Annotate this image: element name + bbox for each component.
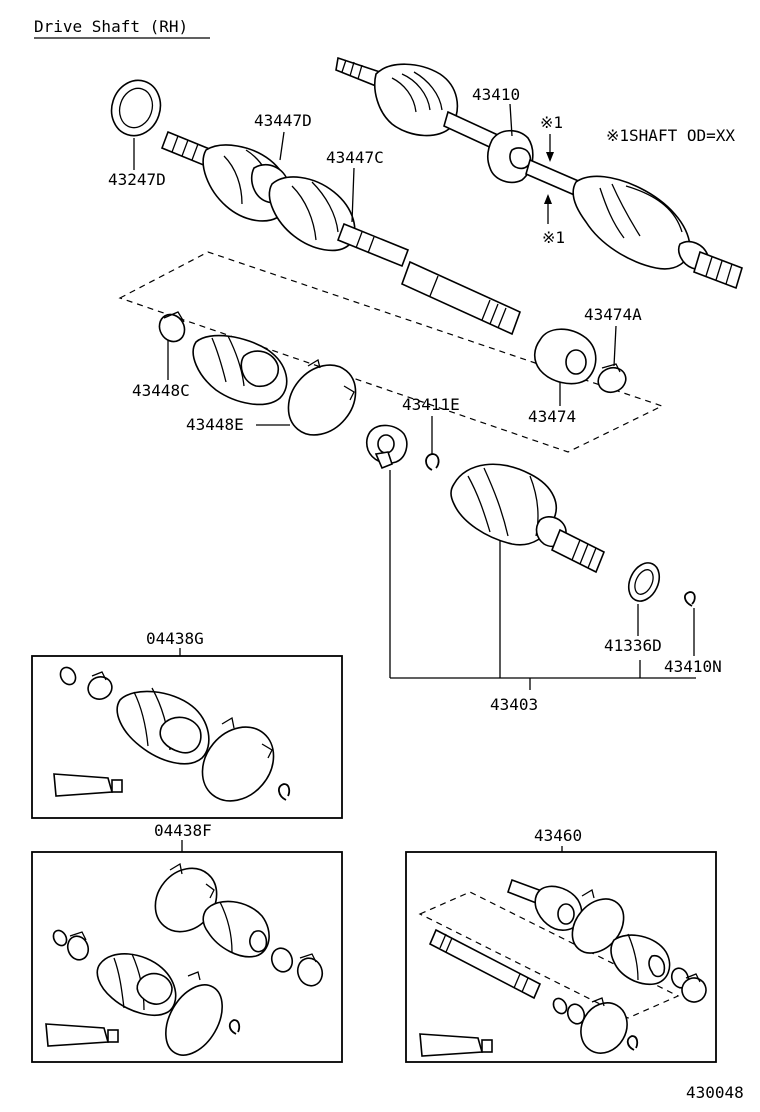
label-43410n: 43410N — [664, 657, 722, 676]
assembled-shaft-upper — [335, 56, 743, 290]
shaft-od-note: ※1SHAFT OD=XX — [606, 126, 735, 145]
boot-left — [192, 334, 288, 406]
kit-43460-dashed — [418, 891, 680, 1019]
label-43448c: 43448C — [132, 381, 190, 400]
seal-41336d — [627, 562, 661, 602]
leader-43410 — [509, 103, 513, 137]
label-43447c: 43447C — [326, 148, 384, 167]
diagram-title: Drive Shaft (RH) — [34, 17, 188, 36]
diagram-id: 430048 — [686, 1083, 744, 1102]
kit-04438f-parts — [45, 862, 324, 1056]
kit-box-04438f — [31, 851, 343, 1063]
leader-43403 — [389, 470, 696, 690]
label-43448e: 43448E — [186, 415, 244, 434]
clamp-43474a — [597, 363, 627, 394]
label-43411e: 43411E — [402, 395, 460, 414]
kit-43460-parts — [419, 878, 707, 1057]
snap-ring-43411e — [425, 453, 440, 471]
label-43460: 43460 — [534, 826, 582, 845]
inner-joint-housing — [450, 463, 606, 574]
label-04438g: 04438G — [146, 629, 204, 648]
label-43247d: 43247D — [108, 170, 166, 189]
label-43474a: 43474A — [584, 305, 642, 324]
label-43474: 43474 — [528, 407, 576, 426]
outer-joint-exploded — [160, 130, 522, 336]
kit-box-04438g — [31, 655, 343, 819]
tripod-joint — [365, 424, 408, 470]
kit-dashed-outline — [118, 251, 664, 453]
od-arrowhead-up — [544, 194, 552, 204]
leader-43447d — [279, 131, 285, 161]
ring-43247d — [110, 79, 162, 137]
mark-1-upper: ※1 — [540, 113, 563, 132]
od-arrowhead-down — [546, 152, 554, 162]
label-43447d: 43447D — [254, 111, 312, 130]
kit-box-43460 — [405, 851, 717, 1063]
clamp-43448c — [158, 311, 186, 343]
kit-04438g-parts — [53, 666, 291, 802]
label-43410: 43410 — [472, 85, 520, 104]
label-41336d: 41336D — [604, 636, 662, 655]
mark-1-lower: ※1 — [542, 228, 565, 247]
leader-43474a — [613, 325, 617, 367]
band-43448e — [287, 358, 357, 436]
clip-43410n — [684, 591, 696, 607]
damper-43474 — [533, 328, 597, 385]
label-43403: 43403 — [490, 695, 538, 714]
label-04438f: 04438F — [154, 821, 212, 840]
leader-43447c — [351, 167, 355, 223]
